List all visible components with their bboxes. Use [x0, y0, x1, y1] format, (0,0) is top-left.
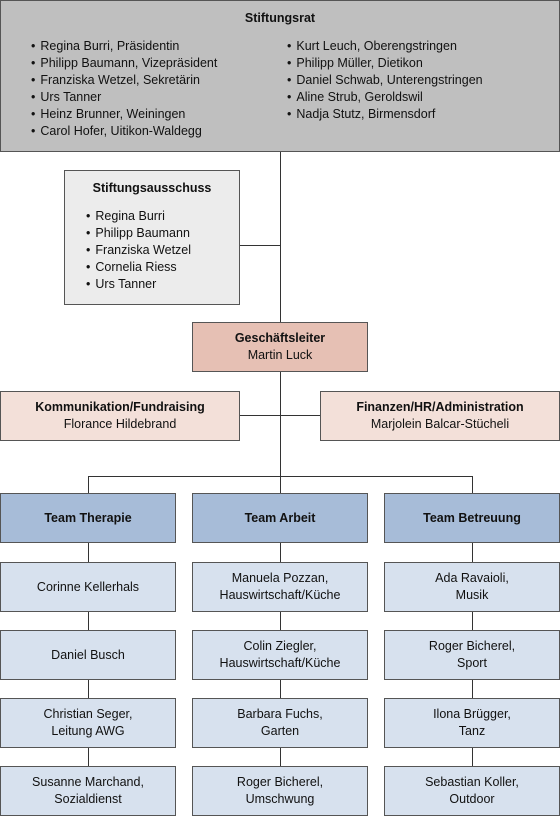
team-title: Team Arbeit	[244, 510, 316, 525]
stiftungsrat-member: Franziska Wetzel, Sekretärin	[31, 72, 217, 89]
member-line: Sozialdienst	[54, 792, 122, 806]
team-member-box: Barbara Fuchs, Garten	[192, 698, 368, 748]
member-line: Daniel Busch	[51, 647, 125, 662]
team-arbeit-header: Team Arbeit	[192, 493, 368, 543]
member-line: Leitung AWG	[51, 724, 125, 738]
team-member-box: Roger Bicherel, Sport	[384, 630, 560, 680]
member-line: Corinne Kellerhals	[36, 579, 140, 594]
member-line: Ada Ravaioli,	[435, 571, 509, 585]
kommunikation-box: Kommunikation/Fundraising Florance Hilde…	[0, 391, 240, 441]
stiftungsrat-member: Daniel Schwab, Unterengstringen	[287, 72, 482, 89]
team-member-box: Ada Ravaioli, Musik	[384, 562, 560, 612]
stiftungsrat-member: Aline Strub, Geroldswil	[287, 89, 483, 106]
stiftungsrat-members-left: Regina Burri, Präsidentin Philipp Bauman…	[31, 38, 217, 140]
geschaeftsleiter-name: Martin Luck	[247, 348, 313, 362]
stiftungsausschuss-member: Urs Tanner	[86, 276, 191, 293]
stiftungsrat-member: Philipp Baumann, Vizepräsident	[31, 55, 217, 72]
kommunikation-title: Kommunikation/Fundraising	[35, 400, 205, 414]
member-line: Garten	[260, 724, 300, 738]
team-betreuung-header: Team Betreuung	[384, 493, 560, 543]
team-member-box: Daniel Busch	[0, 630, 176, 680]
team-member-box: Manuela Pozzan, Hauswirtschaft/Küche	[192, 562, 368, 612]
connector-main-vertical	[280, 152, 281, 322]
member-line: Manuela Pozzan,	[231, 571, 329, 585]
stiftungsrat-member: Philipp Müller, Dietikon	[287, 55, 483, 72]
stiftungsrat-member: Nadja Stutz, Birmensdorf	[287, 106, 483, 123]
member-line: Barbara Fuchs,	[237, 707, 323, 721]
member-line: Sebastian Koller,	[425, 775, 519, 789]
connector-lower-vertical	[280, 372, 281, 476]
connector-team-therapie	[88, 476, 89, 493]
stiftungsausschuss-members: Regina Burri Philipp Baumann Franziska W…	[86, 208, 191, 293]
team-title: Team Therapie	[44, 510, 132, 525]
stiftungsrat-member: Kurt Leuch, Oberengstringen	[287, 38, 483, 55]
stiftungsrat-member: Regina Burri, Präsidentin	[31, 38, 217, 55]
geschaeftsleiter-box: Geschäftsleiter Martin Luck	[192, 322, 368, 372]
stiftungsrat-member: Carol Hofer, Uitikon-Waldegg	[31, 123, 217, 140]
kommunikation-name: Florance Hildebrand	[63, 417, 177, 431]
member-line: Susanne Marchand,	[32, 775, 144, 789]
team-member-box: Ilona Brügger, Tanz	[384, 698, 560, 748]
team-member-box: Sebastian Koller, Outdoor	[384, 766, 560, 816]
team-therapie-header: Team Therapie	[0, 493, 176, 543]
stiftungsrat-members-right: Kurt Leuch, Oberengstringen Philipp Müll…	[287, 38, 483, 123]
member-line: Tanz	[458, 724, 486, 738]
stiftungsausschuss-member: Cornelia Riess	[86, 259, 191, 276]
member-line: Outdoor	[449, 792, 495, 806]
member-line: Umschwung	[245, 792, 315, 806]
stiftungsrat-title: Stiftungsrat	[244, 11, 316, 25]
connector-ausschuss	[240, 245, 280, 246]
member-line: Colin Ziegler,	[243, 639, 317, 653]
team-member-box: Christian Seger, Leitung AWG	[0, 698, 176, 748]
member-line: Christian Seger,	[43, 707, 133, 721]
geschaeftsleiter-title: Geschäftsleiter	[234, 331, 326, 345]
finanzen-title: Finanzen/HR/Administration	[356, 400, 524, 414]
team-member-box: Roger Bicherel, Umschwung	[192, 766, 368, 816]
member-line: Hauswirtschaft/Küche	[219, 588, 341, 602]
member-line: Roger Bicherel,	[236, 775, 324, 789]
stiftungsrat-member: Heinz Brunner, Weiningen	[31, 106, 217, 123]
stiftungsrat-member: Urs Tanner	[31, 89, 217, 106]
stiftungsausschuss-member: Franziska Wetzel	[86, 242, 191, 259]
team-member-box: Susanne Marchand, Sozialdienst	[0, 766, 176, 816]
team-member-box: Colin Ziegler, Hauswirtschaft/Küche	[192, 630, 368, 680]
member-line: Hauswirtschaft/Küche	[219, 656, 341, 670]
stiftungsausschuss-member: Regina Burri	[86, 208, 191, 225]
stiftungsausschuss-box: Stiftungsausschuss Regina Burri Philipp …	[64, 170, 240, 305]
connector-team-betreuung	[472, 476, 473, 493]
team-title: Team Betreuung	[423, 510, 521, 525]
member-line: Roger Bicherel,	[428, 639, 516, 653]
connector-team-arbeit	[280, 476, 281, 493]
connector-stabs	[240, 415, 320, 416]
stiftungsausschuss-title: Stiftungsausschuss	[92, 181, 212, 195]
stiftungsrat-box: Stiftungsrat Regina Burri, Präsidentin P…	[0, 0, 560, 152]
finanzen-name: Marjolein Balcar-Stücheli	[370, 417, 510, 431]
team-member-box: Corinne Kellerhals	[0, 562, 176, 612]
finanzen-box: Finanzen/HR/Administration Marjolein Bal…	[320, 391, 560, 441]
member-line: Musik	[455, 588, 489, 602]
stiftungsausschuss-member: Philipp Baumann	[86, 225, 191, 242]
member-line: Sport	[457, 656, 487, 670]
member-line: Ilona Brügger,	[433, 707, 511, 721]
